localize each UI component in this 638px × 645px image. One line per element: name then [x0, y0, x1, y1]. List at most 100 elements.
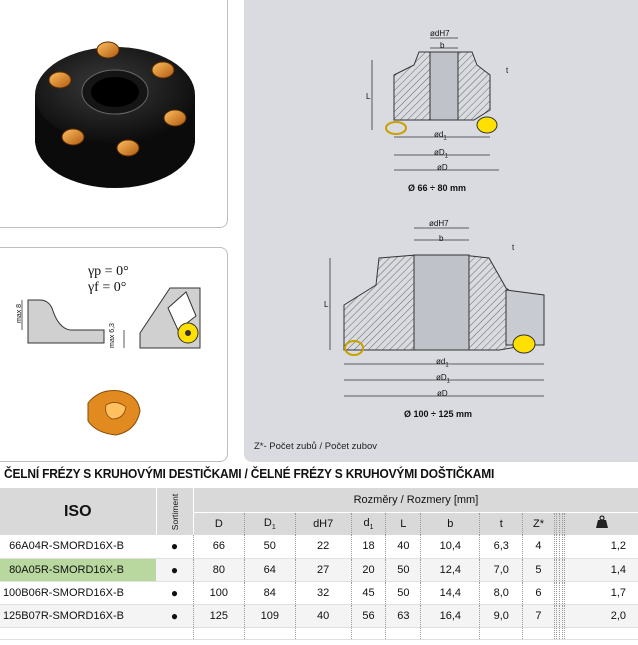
large-dim-D: øD — [437, 389, 448, 398]
weight-icon — [564, 512, 638, 535]
dimension-cell: 10,4 — [420, 535, 480, 558]
small-dim-D1: øD1 — [434, 148, 449, 160]
empty-cell — [561, 604, 565, 627]
dimension-cell: 125 — [192, 604, 245, 627]
empty-cell — [561, 535, 565, 558]
col-D1: D1 — [243, 512, 296, 535]
small-dim-b: b — [440, 41, 445, 50]
gamma-f-label: γf = 0° — [88, 280, 127, 295]
dimension-cell: 50 — [385, 558, 421, 581]
iso-code-cell: 125B07R-SMORD16X-B — [0, 604, 156, 627]
max63-label: max 6,3 — [108, 323, 116, 348]
empty-cell — [553, 535, 557, 558]
sortiment-cell: ● — [156, 535, 194, 558]
col-empty-3 — [559, 512, 563, 535]
cutter-spec-table: ISO Sortiment Rozměry / Rozmery [mm] D D… — [0, 488, 638, 640]
small-dim-d1: ød1 — [434, 130, 447, 142]
empty-cell — [559, 581, 563, 604]
large-caption: Ø 100 ÷ 125 mm — [404, 409, 472, 419]
dimension-cell: 14,4 — [420, 581, 480, 604]
empty-cell — [559, 535, 563, 558]
col-empty-4 — [561, 512, 565, 535]
dimension-cell: 32 — [294, 581, 352, 604]
empty-cell — [553, 558, 557, 581]
empty-cell — [556, 558, 560, 581]
dimension-cell: 80 — [192, 558, 245, 581]
empty-cell — [556, 535, 560, 558]
large-dim-b: b — [439, 234, 444, 243]
large-dim-d1: ød1 — [436, 357, 449, 369]
dimension-cell: 50 — [385, 581, 421, 604]
rake-angle-diagram — [21, 287, 201, 349]
empty-cell — [556, 581, 560, 604]
small-caption: Ø 66 ÷ 80 mm — [408, 183, 466, 193]
dimension-cell: 6,3 — [479, 535, 523, 558]
empty-cell — [561, 581, 565, 604]
dimension-cell: 45 — [350, 581, 386, 604]
sortiment-cell: ● — [156, 604, 194, 627]
dimension-cell: 100 — [192, 581, 245, 604]
table-row-empty — [0, 627, 638, 639]
weight-cell: 1,7 — [564, 581, 638, 604]
dimension-cell: 7 — [522, 604, 555, 627]
dimensions-header: Rozměry / Rozmery [mm] — [193, 488, 638, 513]
technical-drawings-panel: ødH7 b t L ød1 øD1 øD Ø 66 ÷ 80 mm ødH7 … — [244, 0, 638, 462]
iso-code-cell: 66A04R-SMORD16X-B — [0, 535, 156, 558]
rake-angles-panel: γp = 0° γf = 0° max 8 max 6,3 — [0, 247, 228, 462]
col-empty-2 — [556, 512, 560, 535]
dimension-cell: 8,0 — [479, 581, 523, 604]
weight-cell: 2,0 — [564, 604, 638, 627]
gamma-p-label: γp = 0° — [88, 264, 129, 279]
empty-cell — [556, 604, 560, 627]
dimension-cell: 12,4 — [420, 558, 480, 581]
dimension-cell: 63 — [385, 604, 421, 627]
small-dim-L: L — [366, 92, 371, 101]
cutter-photo-panel — [0, 0, 228, 228]
empty-cell — [553, 581, 557, 604]
insert-photo — [87, 390, 141, 436]
large-dim-t: t — [512, 243, 515, 252]
small-cutter-drawing — [371, 37, 499, 171]
col-b: b — [420, 512, 480, 535]
milling-cutter-image — [35, 41, 195, 188]
dimension-cell: 16,4 — [420, 604, 480, 627]
dimension-cell: 109 — [243, 604, 296, 627]
iso-code-cell: 100B06R-SMORD16X-B — [0, 581, 156, 604]
empty-cell — [553, 604, 557, 627]
dimension-cell: 40 — [385, 535, 421, 558]
dimension-cell: 6 — [522, 581, 555, 604]
max8-label: max 8 — [16, 303, 24, 324]
empty-cell — [559, 604, 563, 627]
iso-code-cell: 80A05R-SMORD16X-B — [0, 558, 156, 581]
dimension-cell: 18 — [350, 535, 386, 558]
weight-cell: 1,2 — [564, 535, 638, 558]
large-dim-L: L — [324, 300, 329, 309]
empty-cell — [559, 558, 563, 581]
large-cutter-drawing — [329, 227, 545, 397]
dimension-cell: 27 — [294, 558, 352, 581]
dimension-cell: 66 — [192, 535, 245, 558]
dimension-cell: 7,0 — [479, 558, 523, 581]
cutter-cross-sections — [329, 37, 545, 397]
col-D: D — [192, 512, 245, 535]
iso-header: ISO — [0, 488, 157, 535]
dimension-cell: 50 — [243, 535, 296, 558]
col-dH7: dH7 — [294, 512, 352, 535]
sortiment-header: Sortiment — [156, 488, 194, 535]
col-t: t — [479, 512, 523, 535]
dimension-cell: 84 — [243, 581, 296, 604]
dimension-cell: 4 — [522, 535, 555, 558]
dimension-cell: 22 — [294, 535, 352, 558]
dimension-cell: 20 — [350, 558, 386, 581]
sortiment-cell: ● — [156, 558, 194, 581]
col-empty-1 — [553, 512, 557, 535]
dimension-cell: 64 — [243, 558, 296, 581]
dimension-cell: 40 — [294, 604, 352, 627]
dimension-cell: 9,0 — [479, 604, 523, 627]
large-dim-dH7: ødH7 — [429, 219, 449, 228]
large-dim-D1: øD1 — [436, 373, 451, 385]
sortiment-cell: ● — [156, 581, 194, 604]
